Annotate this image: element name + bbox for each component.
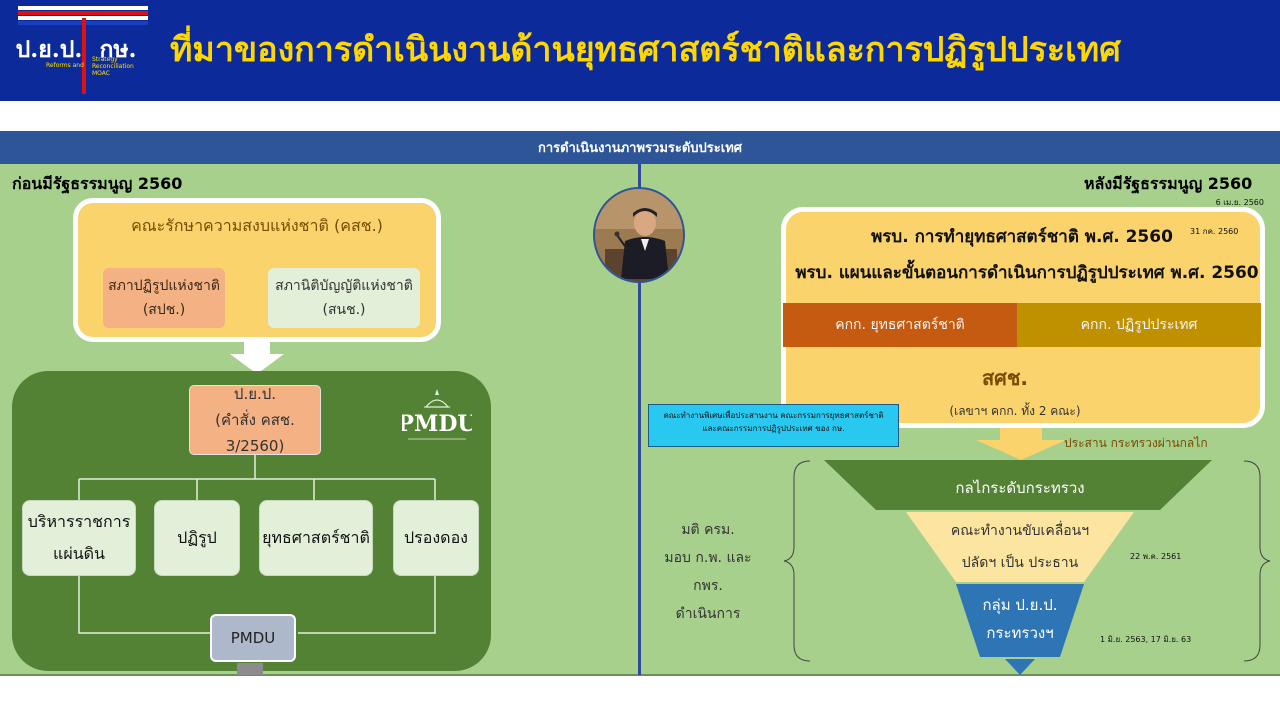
logo-book-spine — [82, 18, 86, 94]
funnel-tip — [1005, 659, 1035, 675]
strategy-committee: คกก. ยุทธศาสตร์ชาติ — [783, 303, 1017, 347]
national-reform-act: พรบ. แผนและขั้นตอนการดำเนินการปฏิรูปประเ… — [795, 263, 1259, 283]
nesdc-label: สศช. — [981, 366, 1029, 390]
logo-stripe — [18, 6, 148, 10]
pmdu-logo-icon: PMDU — [402, 389, 472, 440]
portrait-illustration — [595, 189, 683, 281]
header-bar — [0, 0, 1280, 101]
nrc-name: สภาปฏิรูปแห่งชาติ — [108, 278, 220, 294]
cabinet-line1: มติ ครม. — [681, 522, 735, 538]
cabinet-line2: มอบ ก.พ. และ กพร. — [664, 550, 752, 594]
logo-text-left: ป.ย.ป. — [15, 36, 83, 63]
funnel-tier-2 — [906, 512, 1134, 582]
pyp-group-label: กลุ่ม ป.ย.ป. กระทรวงฯ — [960, 591, 1080, 647]
mandate-reconciliation-label: ปรองดอง — [404, 528, 468, 547]
reform-committee: คกก. ปฏิรูปประเทศ — [1017, 303, 1261, 347]
ministry-mechanism-label: กลไกระดับกระทรวง — [955, 479, 1085, 497]
pmdu-logo-text: PMDU — [402, 411, 472, 437]
pyp-group-date: 1 มิ.ย. 2563, 17 มิ.ย. 63 — [1100, 635, 1192, 644]
mandate-admin: บริหารราชการ แผ่นดิน — [22, 500, 136, 576]
nrc-abbr: (สปช.) — [142, 302, 186, 318]
working-group-date: 22 พ.ค. 2561 — [1130, 552, 1182, 561]
down-arrow — [976, 428, 1066, 460]
logo-stripe — [18, 11, 148, 15]
center-divider — [638, 164, 641, 675]
funnel-tier-1 — [824, 460, 1212, 510]
logo-caption-left: Reforms and — [46, 62, 84, 69]
prime-minister-photo — [593, 187, 685, 283]
nla-name: สภานิติบัญญัติแห่งชาติ — [275, 278, 413, 294]
org-connector-lines — [78, 455, 436, 634]
nrc-box: สภาปฏิรูปแห่งชาติ (สปช.) — [103, 268, 225, 328]
pyp-order: (คำสั่ง คสช. 3/2560) — [215, 411, 295, 455]
page-title: ที่มาของการดำเนินงานด้านยุทธศาสตร์ชาติแล… — [170, 30, 1121, 70]
working-group-label: คณะทำงานขับเคลื่อนฯ ปลัดฯ เป็น ประธาน — [920, 515, 1120, 579]
constitution-date: 6 เม.ย. 2560 — [1215, 198, 1264, 207]
logo-caption-right: Strategy Reconciliation MOAC — [92, 56, 134, 77]
after-constitution-title: หลังมีรัฐธรรมนูญ 2560 — [1084, 174, 1253, 193]
working-group-line2: ปลัดฯ เป็น ประธาน — [961, 555, 1079, 571]
working-group-line1: คณะทำงานขับเคลื่อนฯ — [950, 523, 1090, 539]
pyp-group-line1: กลุ่ม ป.ย.ป. — [982, 596, 1058, 614]
pyp-name: ป.ย.ป. — [233, 385, 277, 403]
cabinet-resolution-label: มติ ครม. มอบ ก.พ. และ กพร. ดำเนินการ — [648, 516, 768, 628]
national-strategy-act-date: 31 กค. 2560 — [1190, 227, 1239, 236]
ncpo-title: คณะรักษาความสงบแห่งชาติ (คสช.) — [131, 216, 383, 235]
mandate-reconciliation: ปรองดอง — [393, 500, 479, 576]
before-constitution-title: ก่อนมีรัฐธรรมนูญ 2560 — [12, 174, 183, 193]
pyp-box: ป.ย.ป. (คำสั่ง คสช. 3/2560) — [189, 385, 321, 455]
pyp-group-line2: กระทรวงฯ — [986, 624, 1054, 642]
mandate-reform: ปฏิรูป — [154, 500, 240, 576]
cabinet-line3: ดำเนินการ — [675, 606, 741, 622]
mandate-admin-line1: บริหารราชการ — [27, 512, 131, 531]
left-brace — [783, 460, 811, 662]
logo-text-right: กษ. — [99, 36, 137, 63]
nesdc-sublabel: (เลขาฯ คกก. ทั้ง 2 คณะ) — [949, 404, 1081, 418]
pmdu-box: PMDU — [210, 614, 296, 662]
right-brace — [1243, 460, 1271, 662]
mandate-strategy: ยุทธศาสตร์ชาติ — [259, 500, 373, 576]
nla-abbr: (สนช.) — [322, 302, 366, 318]
ministry-logo: ป.ย.ป. กษ. Reforms and Strategy Reconcil… — [14, 4, 154, 94]
mandate-strategy-label: ยุทธศาสตร์ชาติ — [262, 528, 370, 547]
national-strategy-act: พรบ. การทำยุทธศาสตร์ชาติ พ.ศ. 2560 — [871, 227, 1173, 247]
special-working-group-note: คณะทำงานพิเศษเพื่อประสานงาน คณะกรรมการยุ… — [648, 404, 899, 447]
funnel-tier-3 — [956, 584, 1084, 657]
ministry-funnel — [783, 460, 1271, 675]
pmdu-stub — [237, 663, 263, 675]
mandate-admin-line2: แผ่นดิน — [53, 544, 105, 563]
coordination-label: ประสาน กระทรวงผ่านกลไก — [1064, 436, 1208, 450]
down-arrow — [230, 340, 284, 374]
mandate-reform-label: ปฏิรูป — [177, 528, 217, 547]
panel-title-bar: การดำเนินงานภาพรวมระดับประเทศ — [0, 131, 1280, 164]
nla-box: สภานิติบัญญัติแห่งชาติ (สนช.) — [268, 268, 420, 328]
